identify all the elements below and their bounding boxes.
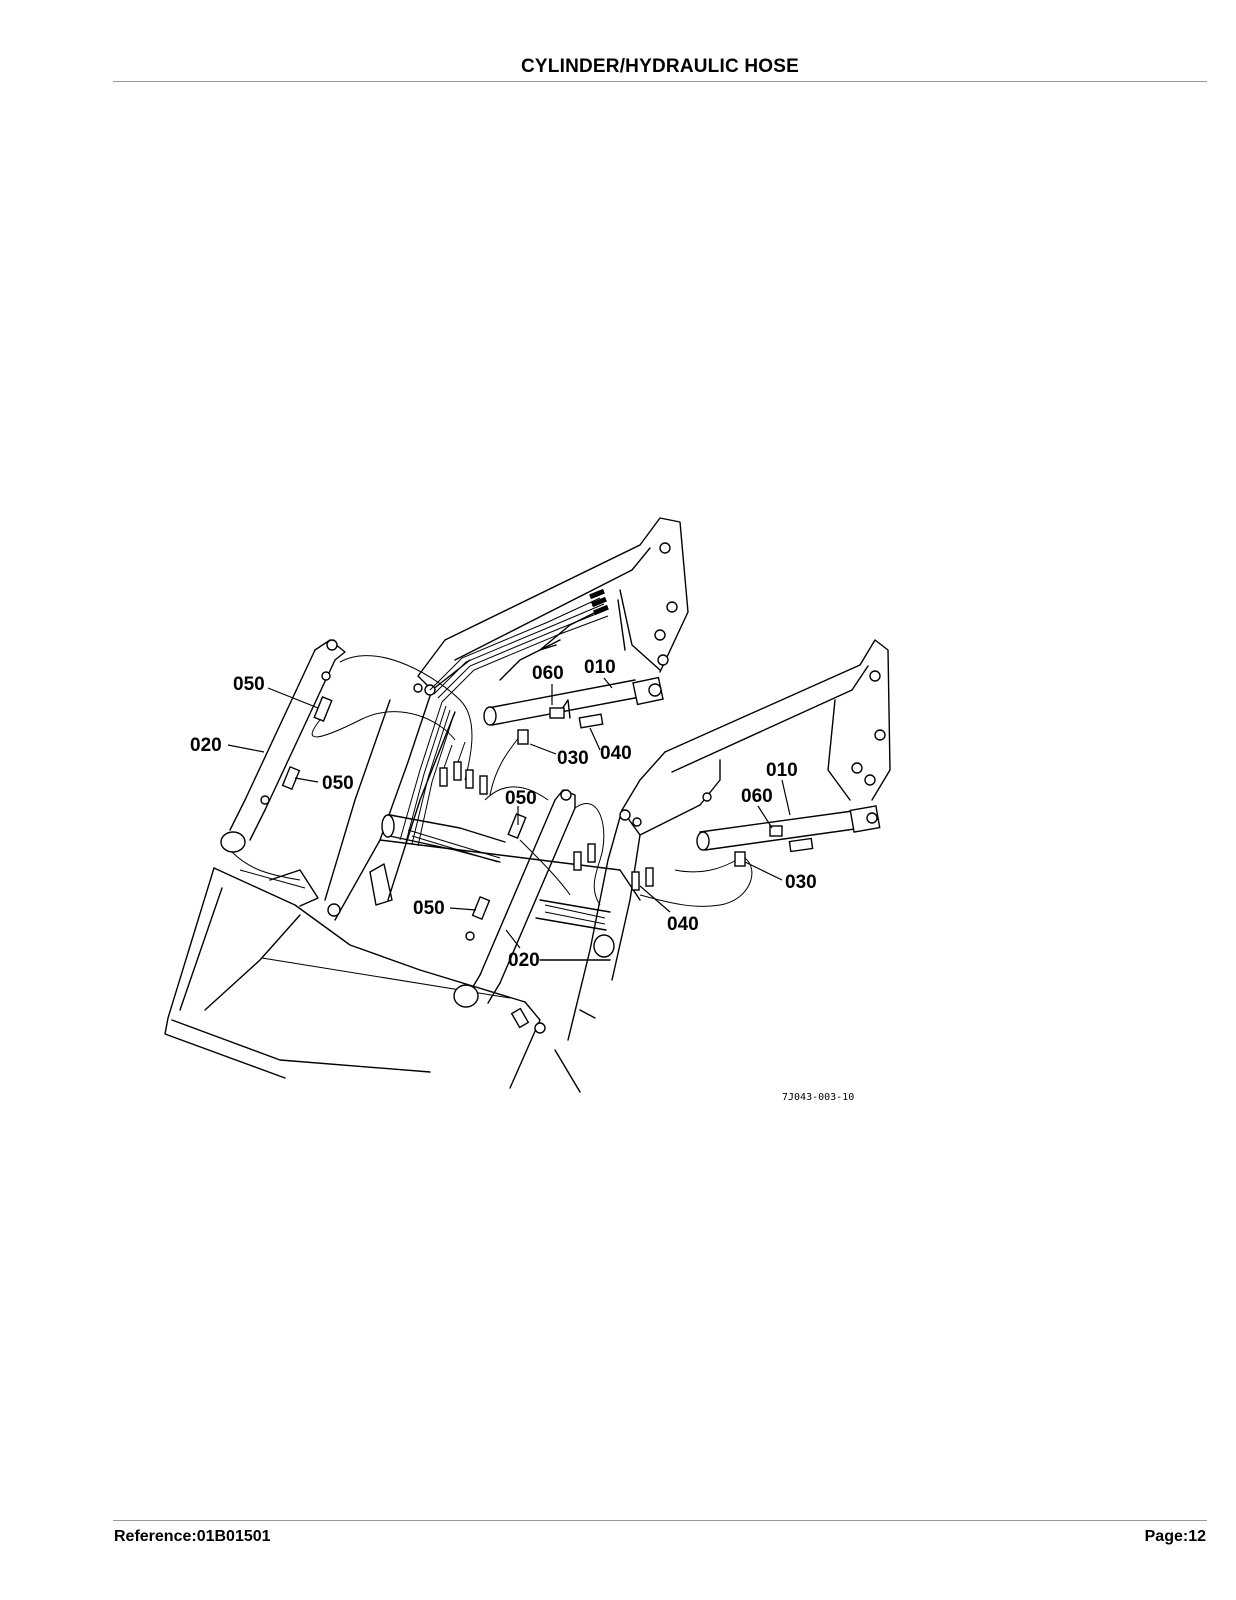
lift-cylinder-right xyxy=(639,805,881,907)
callout-labels: 050 020 050 060 010 030 040 050 050 020 … xyxy=(190,657,817,971)
cross-tube xyxy=(535,899,611,931)
callout-label: 050 xyxy=(322,773,354,794)
bucket xyxy=(164,867,581,1093)
page-number: Page:12 xyxy=(1144,1528,1206,1545)
header-divider xyxy=(113,81,1207,82)
drawing-code: 7J043-003-10 xyxy=(782,1092,854,1103)
callout-label: 050 xyxy=(233,674,265,695)
callout-label: 020 xyxy=(508,950,540,971)
callout-label: 050 xyxy=(413,898,445,919)
leader-lines xyxy=(227,677,791,949)
callout-label: 060 xyxy=(741,786,773,807)
bucket-cylinder-right xyxy=(453,786,654,1029)
callout-label: 020 xyxy=(190,735,222,756)
hose-couplers-left xyxy=(439,741,488,795)
callout-label: 010 xyxy=(766,760,798,781)
callout-label: 040 xyxy=(600,743,632,764)
right-loader-arm xyxy=(534,639,891,1041)
left-loader-arm xyxy=(324,517,689,921)
callout-label: 050 xyxy=(505,788,537,809)
callout-label: 030 xyxy=(785,872,817,893)
footer-divider xyxy=(113,1520,1207,1521)
lift-cylinder-left xyxy=(483,609,664,796)
callout-label: 040 xyxy=(667,914,699,935)
callout-label: 010 xyxy=(584,657,616,678)
callout-label: 030 xyxy=(557,748,589,769)
bucket-cylinder-left xyxy=(220,639,473,881)
reference-number: Reference:01B01501 xyxy=(114,1528,271,1545)
page-title: CYLINDER/HYDRAULIC HOSE xyxy=(520,56,799,77)
callout-label: 060 xyxy=(532,663,564,684)
